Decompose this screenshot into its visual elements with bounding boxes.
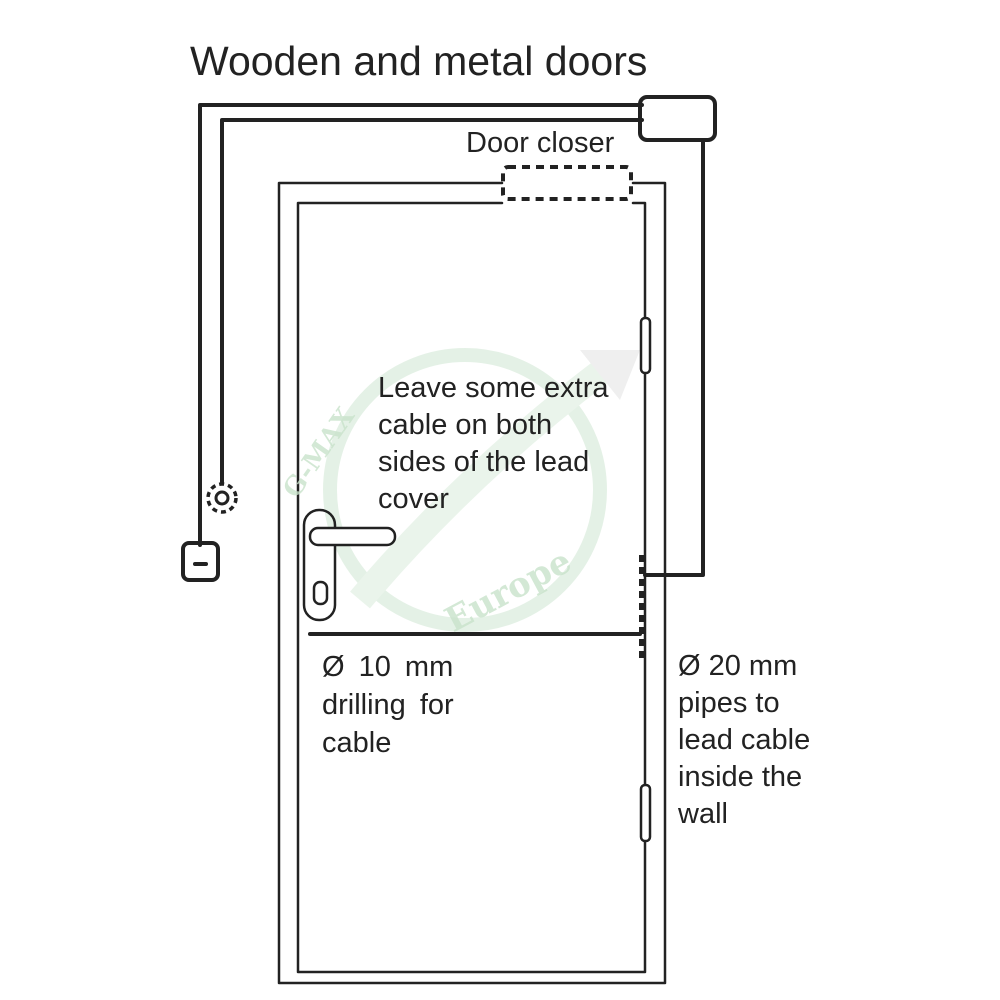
drilling-line-text: Ø 10 mm bbox=[322, 651, 454, 683]
hinge-bottom bbox=[639, 783, 652, 843]
hinge-top bbox=[639, 316, 652, 375]
note-line: sides of the lead bbox=[378, 446, 590, 478]
door-closer-unit bbox=[638, 95, 717, 142]
door-closer-position bbox=[501, 165, 633, 201]
cable-outer bbox=[198, 103, 644, 547]
lock-cylinder bbox=[312, 580, 329, 606]
pipes-line-text: Ø 20 mm bbox=[678, 650, 798, 682]
drilling-line-text: drilling for bbox=[322, 689, 454, 721]
watermark-logo bbox=[323, 348, 640, 632]
cable-to-door bbox=[643, 138, 705, 577]
cable-inner bbox=[220, 118, 644, 484]
pipes-line-text: wall bbox=[678, 798, 728, 830]
drilling-label: Ø 10 mm drilling for cable bbox=[322, 648, 454, 762]
pipes-line-text: pipes to bbox=[678, 687, 780, 719]
drilling-line-text: cable bbox=[322, 727, 392, 759]
extra-cable-note: Leave some extra cable on both sides of … bbox=[378, 370, 609, 518]
sensor-icon bbox=[206, 482, 238, 514]
note-line: cover bbox=[378, 483, 449, 515]
pipes-label: Ø 20 mm pipes to lead cable inside the w… bbox=[678, 648, 810, 833]
door-closer-label: Door closer bbox=[466, 127, 615, 159]
pipes-line-text: lead cable bbox=[678, 724, 811, 756]
note-line: cable on both bbox=[378, 409, 553, 441]
diagram-title: Wooden and metal doors bbox=[190, 38, 648, 84]
note-line: Leave some extra bbox=[378, 372, 609, 404]
handle-plate bbox=[302, 508, 337, 622]
door-leaf bbox=[296, 201, 647, 974]
handle-lever bbox=[308, 526, 397, 547]
pipes-line-text: inside the bbox=[678, 761, 803, 793]
exit-button-icon bbox=[181, 541, 220, 582]
door-frame bbox=[277, 181, 667, 985]
